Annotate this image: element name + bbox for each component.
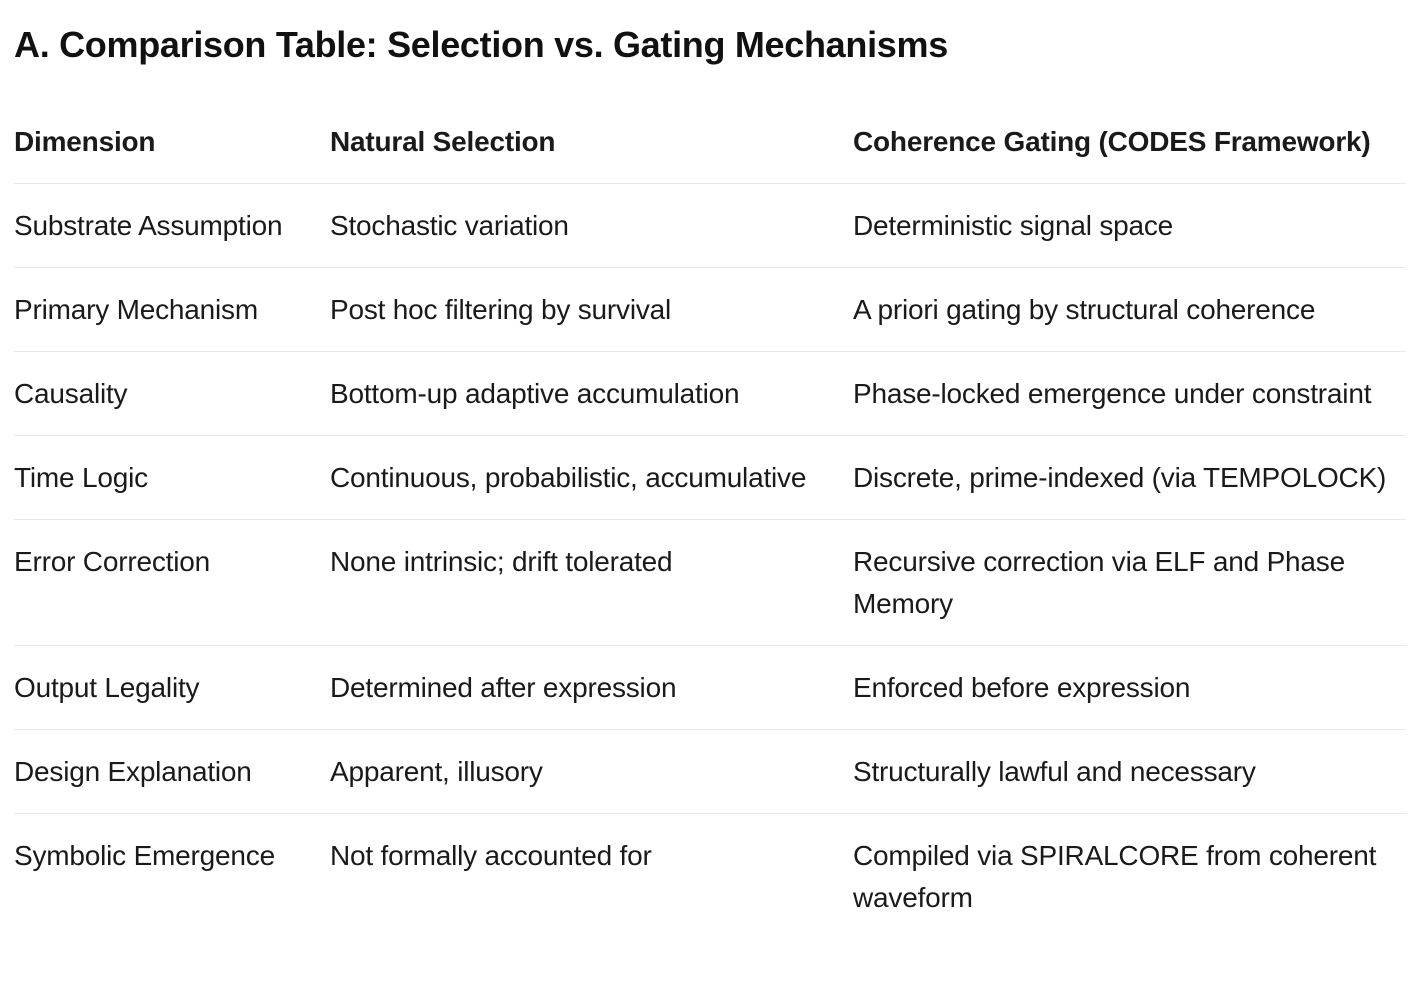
table-row: Output Legality Determined after express…	[14, 646, 1406, 730]
page-title: A. Comparison Table: Selection vs. Gatin…	[14, 24, 948, 65]
cell-coherence-gating: Phase-locked emergence under constraint	[853, 378, 1372, 409]
cell-natural-selection: Bottom-up adaptive accumulation	[330, 378, 740, 409]
cell-coherence-gating: Recursive correction via ELF and Phase M…	[853, 546, 1345, 619]
table-row: Substrate Assumption Stochastic variatio…	[14, 184, 1406, 268]
cell-natural-selection: Stochastic variation	[330, 210, 569, 241]
cell-coherence-gating: Enforced before expression	[853, 672, 1191, 703]
column-header-coherence-gating: Coherence Gating (CODES Framework)	[853, 126, 1371, 157]
cell-natural-selection: Not formally accounted for	[330, 840, 652, 871]
cell-dimension: Time Logic	[14, 462, 148, 493]
header-row: Dimension Natural Selection Coherence Ga…	[14, 100, 1406, 184]
cell-coherence-gating: A priori gating by structural coherence	[853, 294, 1316, 325]
table-row: Error Correction None intrinsic; drift t…	[14, 520, 1406, 646]
cell-dimension: Symbolic Emergence	[14, 840, 275, 871]
page: A. Comparison Table: Selection vs. Gatin…	[0, 24, 1420, 992]
cell-coherence-gating: Compiled via SPIRALCORE from coherent wa…	[853, 840, 1377, 913]
table-header: Dimension Natural Selection Coherence Ga…	[14, 100, 1406, 184]
cell-dimension: Error Correction	[14, 546, 210, 577]
cell-natural-selection: Continuous, probabilistic, accumulative	[330, 462, 807, 493]
table-row: Symbolic Emergence Not formally accounte…	[14, 814, 1406, 940]
table-row: Design Explanation Apparent, illusory St…	[14, 730, 1406, 814]
cell-dimension: Primary Mechanism	[14, 294, 258, 325]
table-row: Primary Mechanism Post hoc filtering by …	[14, 268, 1406, 352]
cell-dimension: Output Legality	[14, 672, 200, 703]
table-body: Substrate Assumption Stochastic variatio…	[14, 184, 1406, 940]
table-row: Causality Bottom-up adaptive accumulatio…	[14, 352, 1406, 436]
cell-natural-selection: Post hoc filtering by survival	[330, 294, 672, 325]
comparison-table: Dimension Natural Selection Coherence Ga…	[14, 100, 1406, 939]
cell-dimension: Design Explanation	[14, 756, 252, 787]
cell-natural-selection: Apparent, illusory	[330, 756, 543, 787]
cell-natural-selection: Determined after expression	[330, 672, 677, 703]
table-row: Time Logic Continuous, probabilistic, ac…	[14, 436, 1406, 520]
cell-coherence-gating: Structurally lawful and necessary	[853, 756, 1256, 787]
cell-dimension: Substrate Assumption	[14, 210, 283, 241]
cell-coherence-gating: Discrete, prime-indexed (via TEMPOLOCK)	[853, 462, 1387, 493]
column-header-dimension: Dimension	[14, 126, 156, 157]
column-header-natural-selection: Natural Selection	[330, 126, 556, 157]
cell-coherence-gating: Deterministic signal space	[853, 210, 1174, 241]
cell-natural-selection: None intrinsic; drift tolerated	[330, 546, 673, 577]
cell-dimension: Causality	[14, 378, 128, 409]
